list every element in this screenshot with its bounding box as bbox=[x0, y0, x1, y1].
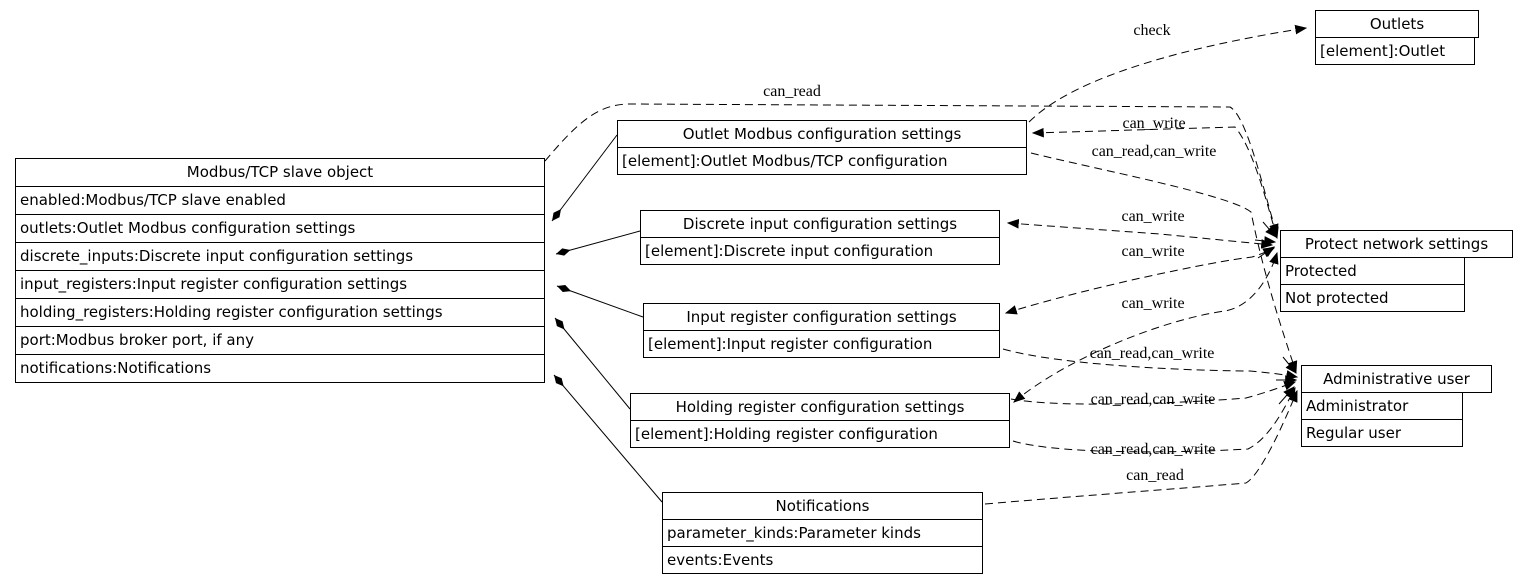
node-title: Administrative user bbox=[1301, 365, 1492, 393]
attribute-row: port:Modbus broker port, if any bbox=[15, 326, 545, 355]
node-notifications: Notifications parameter_kinds:Parameter … bbox=[662, 492, 983, 574]
edge-label-can-read-top: can_read bbox=[763, 83, 821, 100]
attribute-row: holding_registers:Holding register confi… bbox=[15, 298, 545, 327]
attribute-row: enabled:Modbus/TCP slave enabled bbox=[15, 186, 545, 215]
edge-can-write-holding bbox=[1013, 251, 1279, 403]
edge-can-read-write-input bbox=[1002, 348, 1299, 380]
edge-label-can-read-can-write-3: can_read,can_write bbox=[1090, 391, 1216, 408]
node-title: Outlets bbox=[1315, 10, 1479, 38]
enum-row: Administrator bbox=[1301, 392, 1463, 420]
edge-check bbox=[1028, 24, 1308, 123]
node-administrative-user: Administrative user Administrator Regula… bbox=[1301, 365, 1492, 447]
enum-row: Protected bbox=[1280, 257, 1465, 285]
edge-label-can-read-can-write-1: can_read,can_write bbox=[1091, 143, 1217, 160]
attribute-row: [element]:Outlet bbox=[1315, 37, 1475, 65]
edge-label-can-write-2: can_write bbox=[1121, 208, 1185, 225]
edge-label-check: check bbox=[1133, 22, 1171, 39]
attribute-row: [element]:Outlet Modbus/TCP configuratio… bbox=[617, 147, 1027, 175]
starburst-protect bbox=[1254, 236, 1277, 246]
edge-holding-composition bbox=[554, 317, 631, 410]
node-input-register-configuration: Input register configuration settings [e… bbox=[643, 303, 1000, 358]
attribute-row: [element]:Holding register configuration bbox=[630, 420, 1010, 448]
node-modbus-slave-object: Modbus/TCP slave object enabled:Modbus/T… bbox=[15, 158, 545, 383]
node-title: Outlet Modbus configuration settings bbox=[617, 120, 1027, 148]
edge-can-read-write-holding bbox=[1010, 381, 1297, 405]
node-outlets: Outlets [element]:Outlet bbox=[1315, 10, 1479, 65]
attribute-row: events:Events bbox=[662, 546, 983, 574]
edge-input-composition bbox=[556, 285, 644, 318]
node-title: Notifications bbox=[662, 492, 983, 520]
node-title: Protect network settings bbox=[1280, 230, 1513, 258]
attribute-row: [element]:Discrete input configuration bbox=[640, 237, 1000, 265]
edge-label-can-read-bottom: can_read bbox=[1126, 467, 1184, 484]
node-title: Modbus/TCP slave object bbox=[15, 158, 545, 187]
node-title: Input register configuration settings bbox=[643, 303, 1000, 331]
attribute-row: discrete_inputs:Discrete input configura… bbox=[15, 242, 545, 271]
edge-can-write-discrete bbox=[1006, 218, 1274, 249]
edge-label-can-write-1: can_write bbox=[1122, 115, 1186, 132]
starburst-admin bbox=[1282, 356, 1297, 374]
node-protect-network-settings: Protect network settings Protected Not p… bbox=[1280, 230, 1513, 312]
attribute-row: parameter_kinds:Parameter kinds bbox=[662, 519, 983, 547]
edge-notifications-composition bbox=[553, 374, 663, 503]
edge-discrete-composition bbox=[555, 230, 641, 256]
node-holding-register-configuration: Holding register configuration settings … bbox=[630, 393, 1010, 448]
edge-label-can-read-can-write-4: can_read,can_write bbox=[1090, 441, 1216, 458]
starburst-protect bbox=[1262, 221, 1277, 238]
enum-row: Regular user bbox=[1301, 419, 1463, 447]
enum-row: Not protected bbox=[1280, 284, 1465, 312]
node-title: Discrete input configuration settings bbox=[640, 210, 1000, 238]
edge-label-can-write-4: can_write bbox=[1121, 295, 1185, 312]
edge-can-read-notifications bbox=[984, 389, 1298, 505]
attribute-row: [element]:Input register configuration bbox=[643, 330, 1000, 358]
starburst-protect bbox=[1257, 246, 1275, 259]
starburst-admin bbox=[1278, 386, 1295, 405]
node-discrete-input-configuration: Discrete input configuration settings [e… bbox=[640, 210, 1000, 265]
attribute-row: input_registers:Input register configura… bbox=[15, 270, 545, 299]
attribute-row: notifications:Notifications bbox=[15, 354, 545, 383]
node-outlet-modbus-configuration: Outlet Modbus configuration settings [el… bbox=[617, 120, 1027, 175]
edge-can-read-write-outlet-modbus bbox=[1030, 152, 1298, 374]
edge-outlets-composition bbox=[551, 134, 618, 222]
edge-label-can-write-3: can_write bbox=[1121, 243, 1185, 260]
attribute-row: outlets:Outlet Modbus configuration sett… bbox=[15, 214, 545, 243]
edge-label-can-read-can-write-2: can_read,can_write bbox=[1089, 345, 1215, 362]
node-title: Holding register configuration settings bbox=[630, 393, 1010, 421]
edge-can-write-outlet-modbus bbox=[1031, 126, 1279, 240]
